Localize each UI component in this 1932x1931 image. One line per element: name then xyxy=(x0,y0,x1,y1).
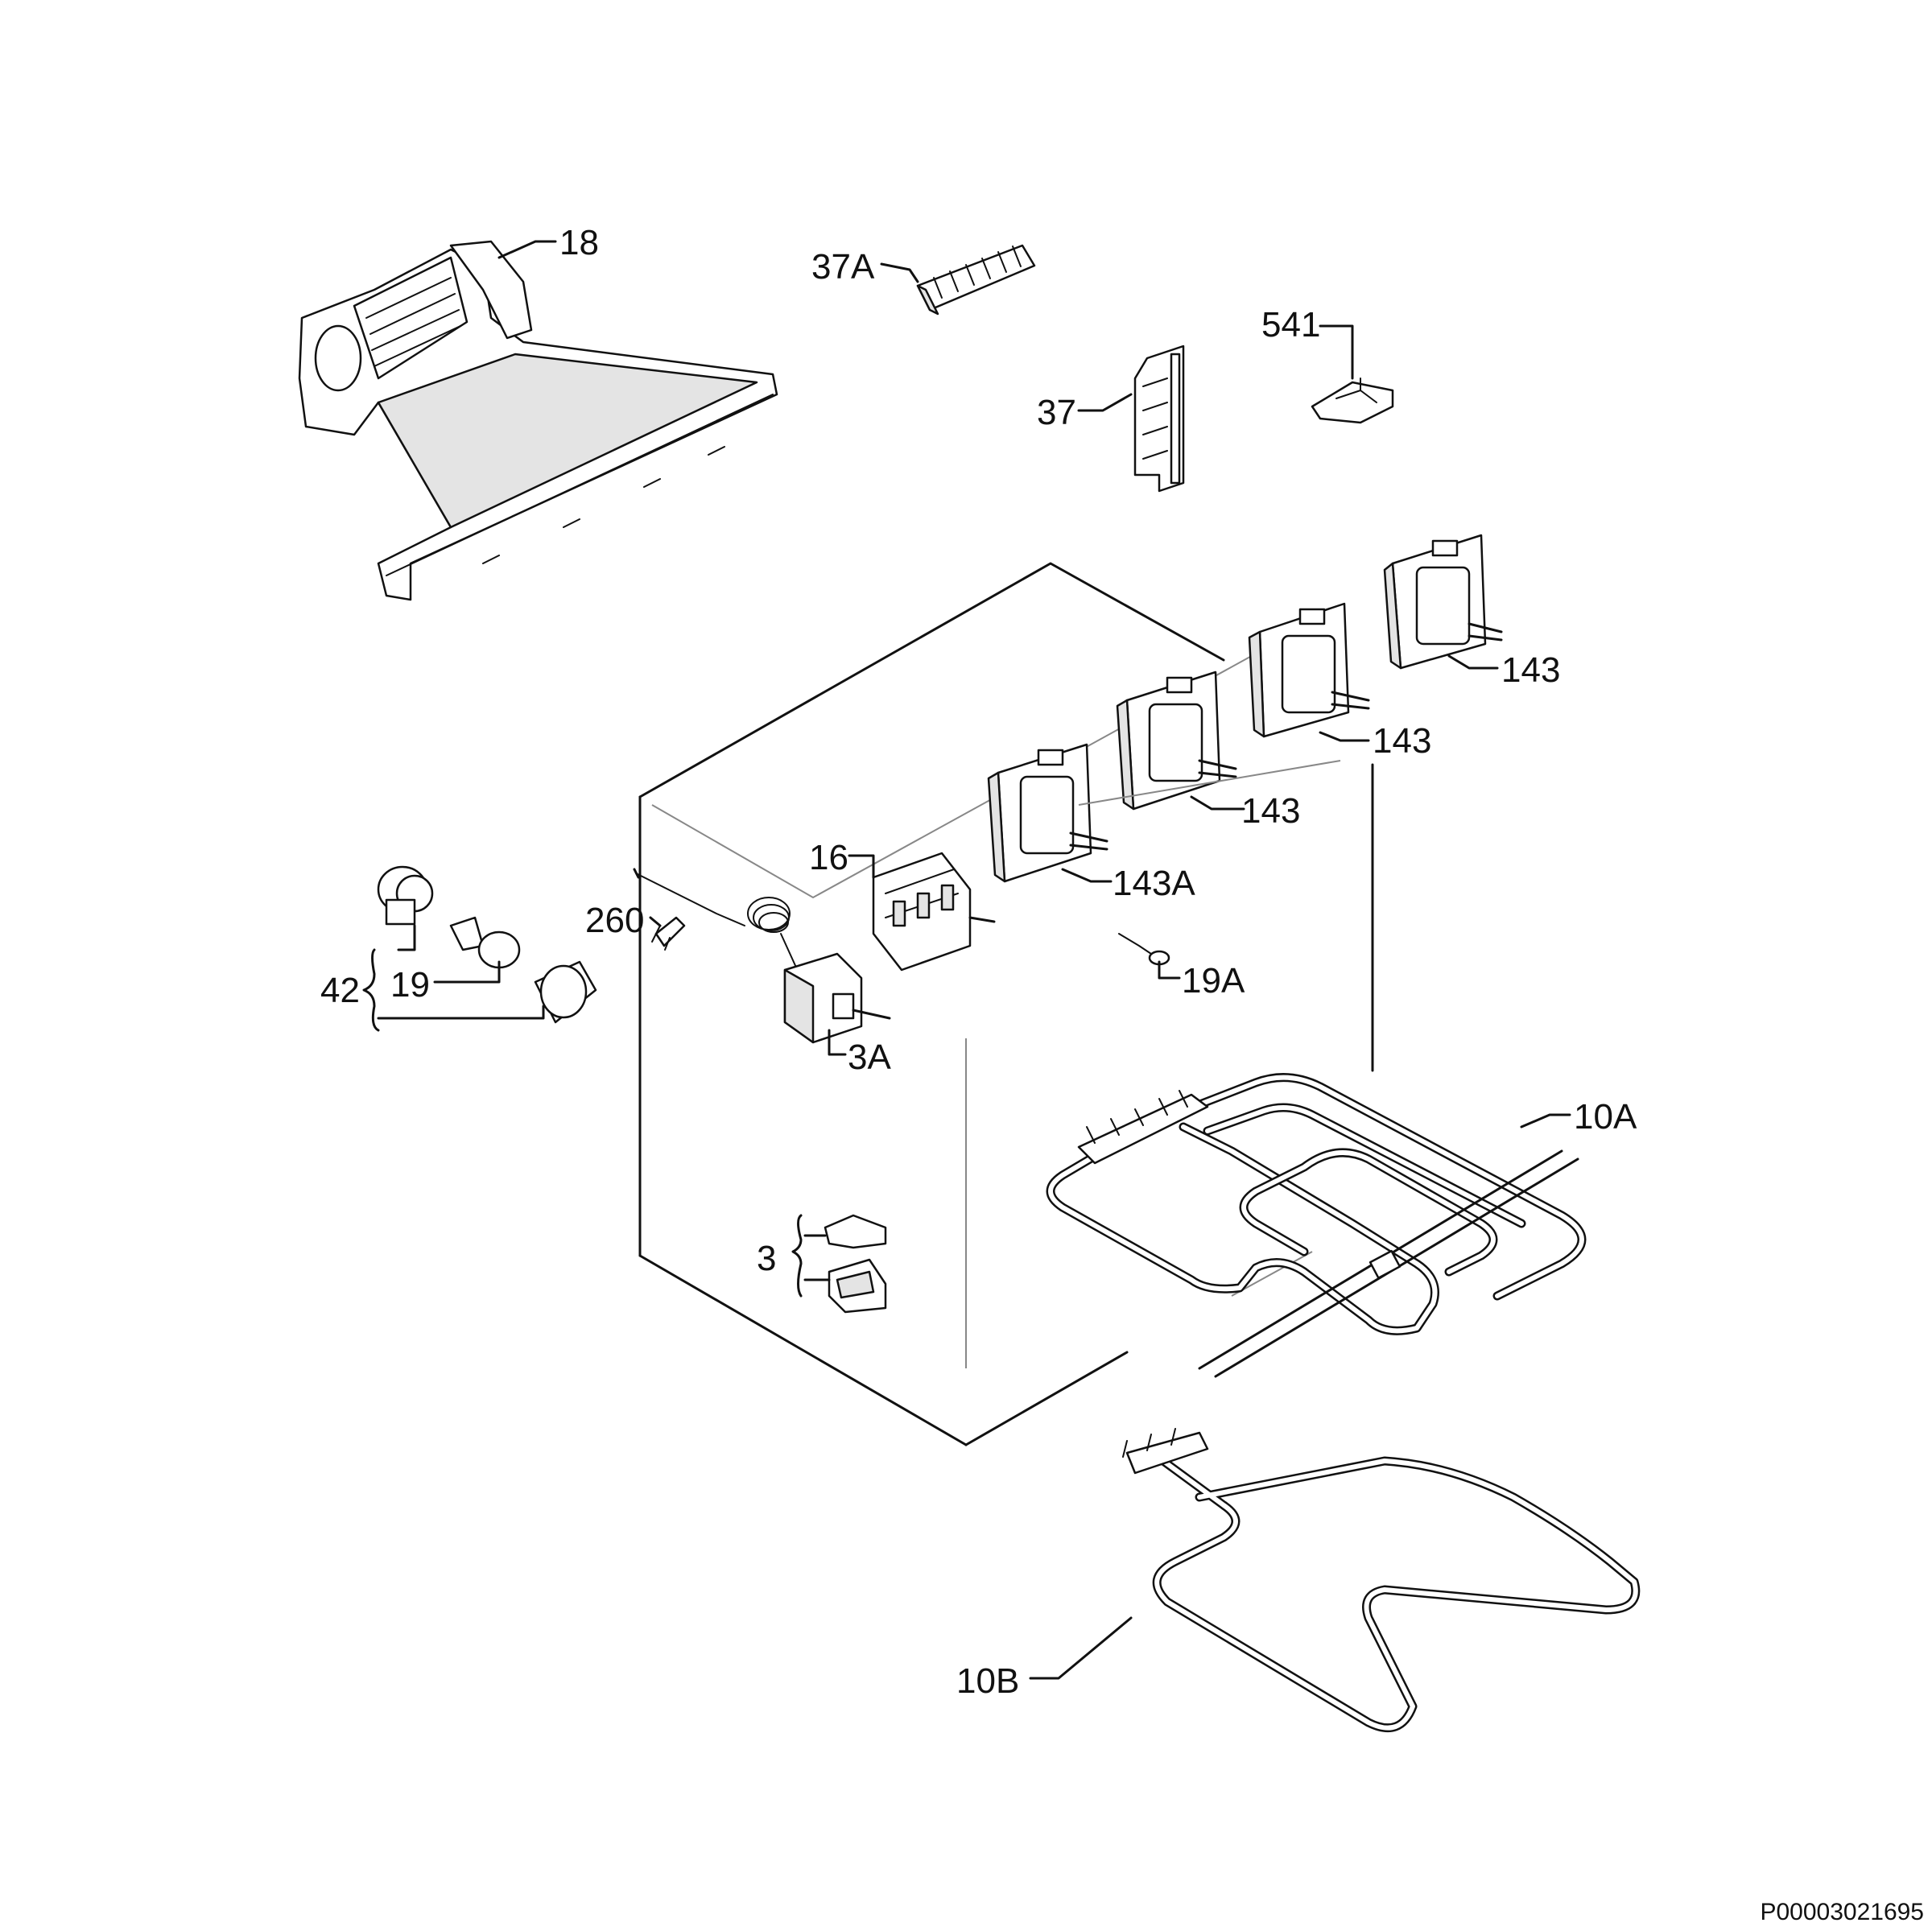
leader-lines xyxy=(362,240,1571,1680)
label-18: 18 xyxy=(559,223,599,262)
label-3: 3 xyxy=(757,1239,776,1278)
energy-regulator-143a xyxy=(987,743,1108,883)
lamp-assembly-42 xyxy=(377,865,597,1024)
label-143-middle: 143 xyxy=(1241,791,1300,831)
terminal-block-37 xyxy=(1133,345,1185,493)
label-16: 16 xyxy=(809,838,848,877)
label-541: 541 xyxy=(1261,305,1320,345)
label-143a: 143A xyxy=(1113,864,1195,903)
label-42: 42 xyxy=(320,971,360,1010)
label-19: 19 xyxy=(390,965,430,1005)
energy-regulator-143-right xyxy=(1383,534,1503,670)
label-19a: 19A xyxy=(1182,961,1245,1001)
oven-cavity xyxy=(638,562,1374,1446)
label-37: 37 xyxy=(1037,393,1076,432)
grill-element-10a xyxy=(1046,1073,1587,1378)
energy-regulator-143-middle xyxy=(1116,670,1237,811)
thermostat-3a xyxy=(633,868,891,1044)
label-260: 260 xyxy=(585,901,644,940)
label-143-right: 143 xyxy=(1501,650,1560,690)
drawing-code: P00003021695 xyxy=(1760,1899,1924,1925)
selector-switch-16 xyxy=(872,852,996,972)
clip-541 xyxy=(1311,378,1394,424)
label-143-upper: 143 xyxy=(1373,721,1431,761)
clip-260 xyxy=(651,916,686,951)
regulator-rail xyxy=(1078,760,1341,806)
label-10b: 10B xyxy=(956,1661,1019,1701)
label-37a: 37A xyxy=(811,247,875,287)
label-10a: 10A xyxy=(1574,1097,1637,1137)
thermal-cutout-3 xyxy=(824,1214,887,1314)
bottom-element-10b xyxy=(1122,1428,1641,1733)
terminal-block-37a xyxy=(916,244,1036,316)
cooling-fan-duct xyxy=(298,240,778,601)
label-3a: 3A xyxy=(848,1038,891,1077)
energy-regulator-143-upper xyxy=(1248,602,1370,738)
bulb-19a xyxy=(1118,933,1170,966)
